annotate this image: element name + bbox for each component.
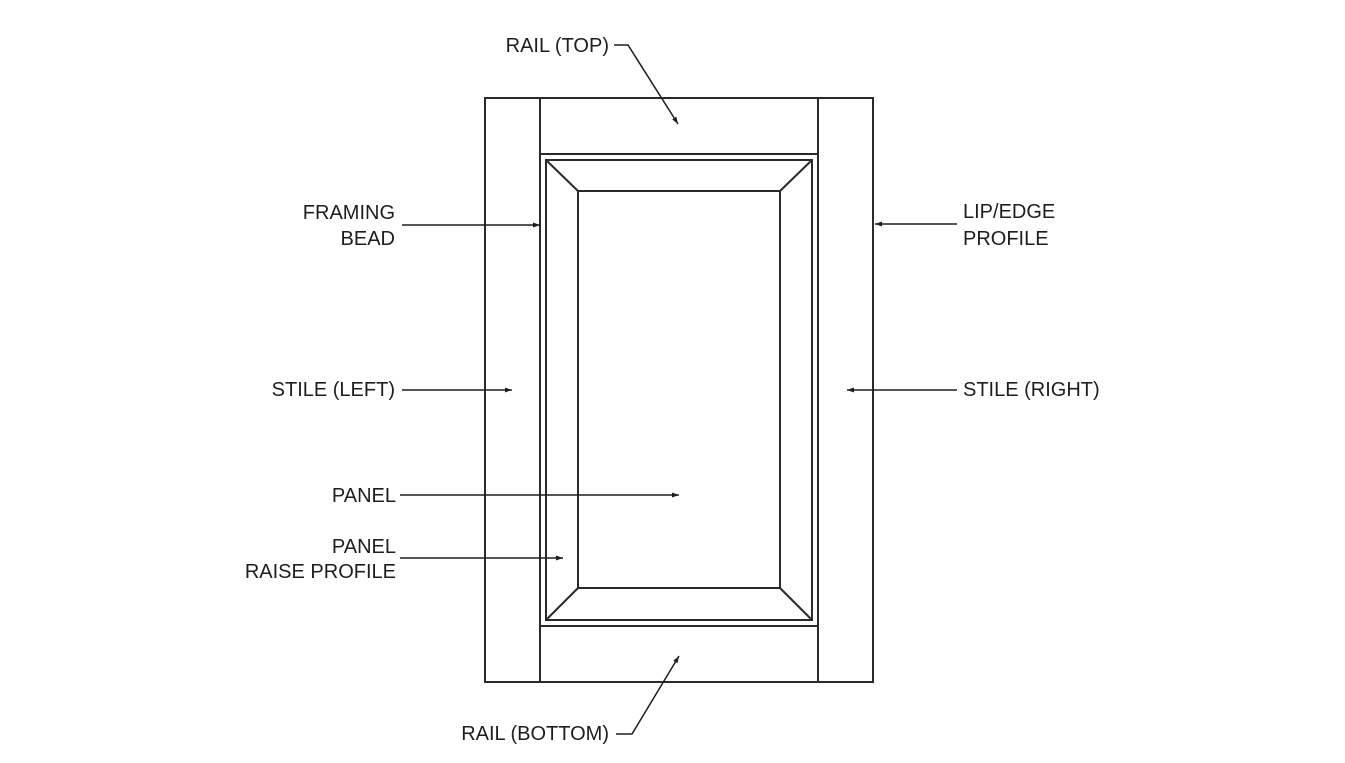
panel-bevel-top-right — [779, 159, 813, 192]
label-framing-bead-line1: FRAMING — [303, 202, 395, 224]
panel-bevel-top-left — [545, 159, 579, 192]
door-frame — [484, 97, 874, 683]
framing-bead-inner — [545, 159, 813, 621]
leader-rail-top — [614, 44, 679, 125]
raised-panel — [545, 159, 813, 621]
framing-bead-outer — [539, 153, 819, 627]
label-framing-bead-line2: BEAD — [341, 228, 395, 250]
panel-bevel-bottom-left — [545, 587, 579, 621]
label-panel: PANEL — [332, 485, 396, 507]
panel-field — [577, 190, 781, 589]
label-stile-left: STILE (LEFT) — [272, 379, 395, 401]
labels: RAIL (TOP) FRAMING BEAD LIP/EDGE PROFILE… — [245, 35, 1100, 745]
door-outline — [484, 97, 874, 683]
label-stile-right: STILE (RIGHT) — [963, 379, 1100, 401]
label-lip-edge-line2: PROFILE — [963, 228, 1049, 250]
label-panel-raise-line1: PANEL — [332, 536, 396, 558]
label-panel-raise-line2: RAISE PROFILE — [245, 561, 396, 583]
leader-lines — [400, 44, 957, 735]
framing-bead — [539, 153, 819, 627]
panel-bevel-bottom-right — [779, 587, 813, 621]
label-lip-edge-line1: LIP/EDGE — [963, 201, 1055, 223]
label-rail-bottom: RAIL (BOTTOM) — [461, 723, 609, 745]
label-rail-top: RAIL (TOP) — [506, 35, 609, 57]
leader-rail-bottom — [616, 655, 680, 735]
